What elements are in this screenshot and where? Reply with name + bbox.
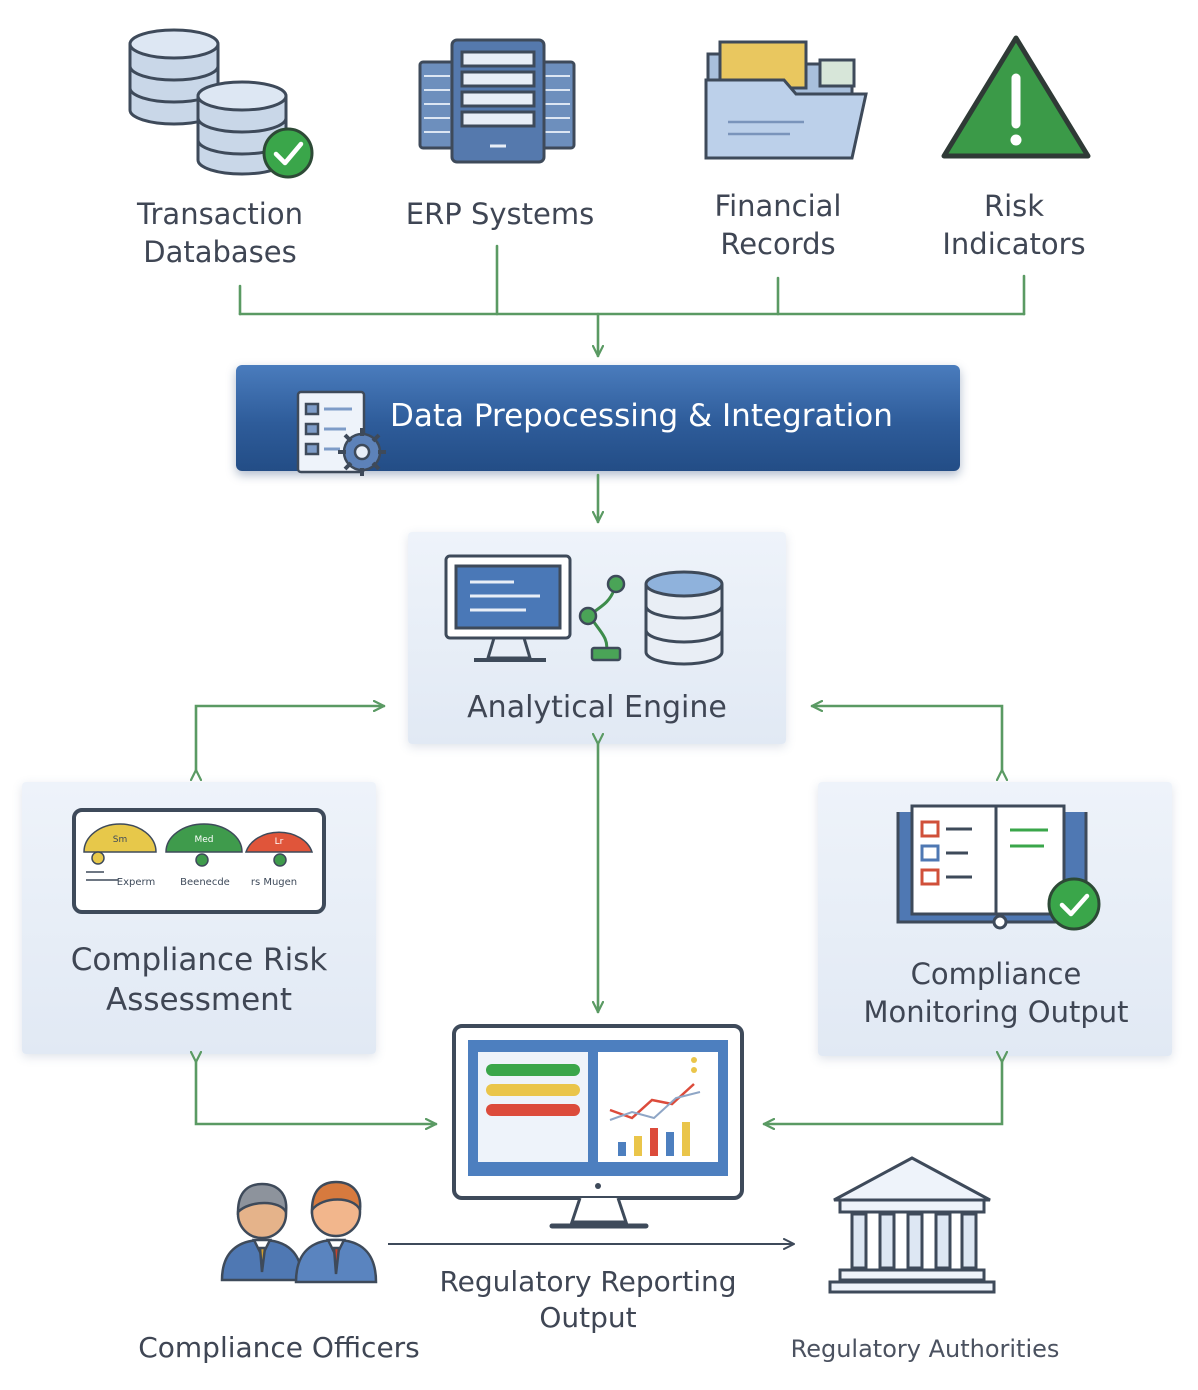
monitoring-output-title-line1: Compliance <box>910 957 1082 991</box>
compliance-officers-icon <box>220 1180 378 1284</box>
network-nodes-icon <box>578 574 626 662</box>
risk-indicators-label-line2: Indicators <box>942 226 1086 261</box>
preprocessing-title: Data Prepocessing & Integration <box>390 398 893 434</box>
gauge-tag-medium: Med <box>194 835 213 845</box>
reporting-output-title: Regulatory Reporting Output <box>414 1264 762 1337</box>
gauge-label-low: Experm <box>117 877 155 888</box>
document-gear-icon <box>296 390 386 476</box>
risk-assessment-title: Compliance Risk Assessment <box>30 940 368 1021</box>
reporting-dashboard-monitor-icon <box>452 1024 744 1229</box>
arrow-left-loop <box>196 706 386 770</box>
database-check-icon <box>128 28 314 179</box>
risk-indicators-label-line1: Risk <box>983 189 1045 223</box>
arrow-risk-to-reporting <box>196 1062 438 1124</box>
gauge-label-medium: Beenecde <box>180 877 230 888</box>
compliance-officers-label: Compliance Officers <box>138 1331 420 1364</box>
monitoring-output-title: Compliance Monitoring Output <box>828 956 1164 1031</box>
financial-records-label-line2: Records <box>720 226 836 261</box>
warning-icon <box>941 35 1091 159</box>
analytical-engine-title: Analytical Engine <box>467 690 727 725</box>
reporting-output-title-line1: Regulatory Reporting <box>439 1265 737 1298</box>
risk-indicators-label: Risk Indicators <box>914 188 1114 263</box>
transaction-databases-label: Transaction Databases <box>110 196 330 271</box>
erp-systems-label: ERP Systems <box>390 196 610 234</box>
server-rack-icon <box>418 38 576 164</box>
risk-assessment-title-line1: Compliance Risk <box>70 942 328 978</box>
arrow-monitoring-to-reporting <box>762 1062 1002 1124</box>
financial-records-label: Financial Records <box>678 188 878 263</box>
arrow-right-loop <box>810 706 1002 770</box>
monitoring-output-title-line2: Monitoring Output <box>863 994 1129 1029</box>
gauge-label-high: rs Mugen <box>251 877 297 888</box>
financial-records-label-line1: Financial <box>714 189 842 223</box>
gauge-tag-low: Sm <box>113 835 127 845</box>
reporting-output-title-line2: Output <box>539 1301 637 1335</box>
transaction-databases-label-line2: Databases <box>143 234 297 269</box>
gauge-tag-high: Lr <box>275 837 284 847</box>
regulatory-authorities-label: Regulatory Authorities <box>790 1335 1060 1363</box>
risk-gauge-dashboard-icon: Sm Med Lr Experm Beenecde rs Mugen <box>72 808 326 914</box>
folder-icon <box>704 40 868 160</box>
erp-systems-label-line1: ERP Systems <box>405 197 595 231</box>
transaction-databases-label-line1: Transaction <box>137 197 303 231</box>
database-icon <box>644 570 724 666</box>
monitor-icon <box>444 554 572 662</box>
government-building-icon <box>828 1156 996 1294</box>
risk-assessment-title-line2: Assessment <box>106 982 292 1019</box>
checklist-book-icon <box>896 804 1101 931</box>
